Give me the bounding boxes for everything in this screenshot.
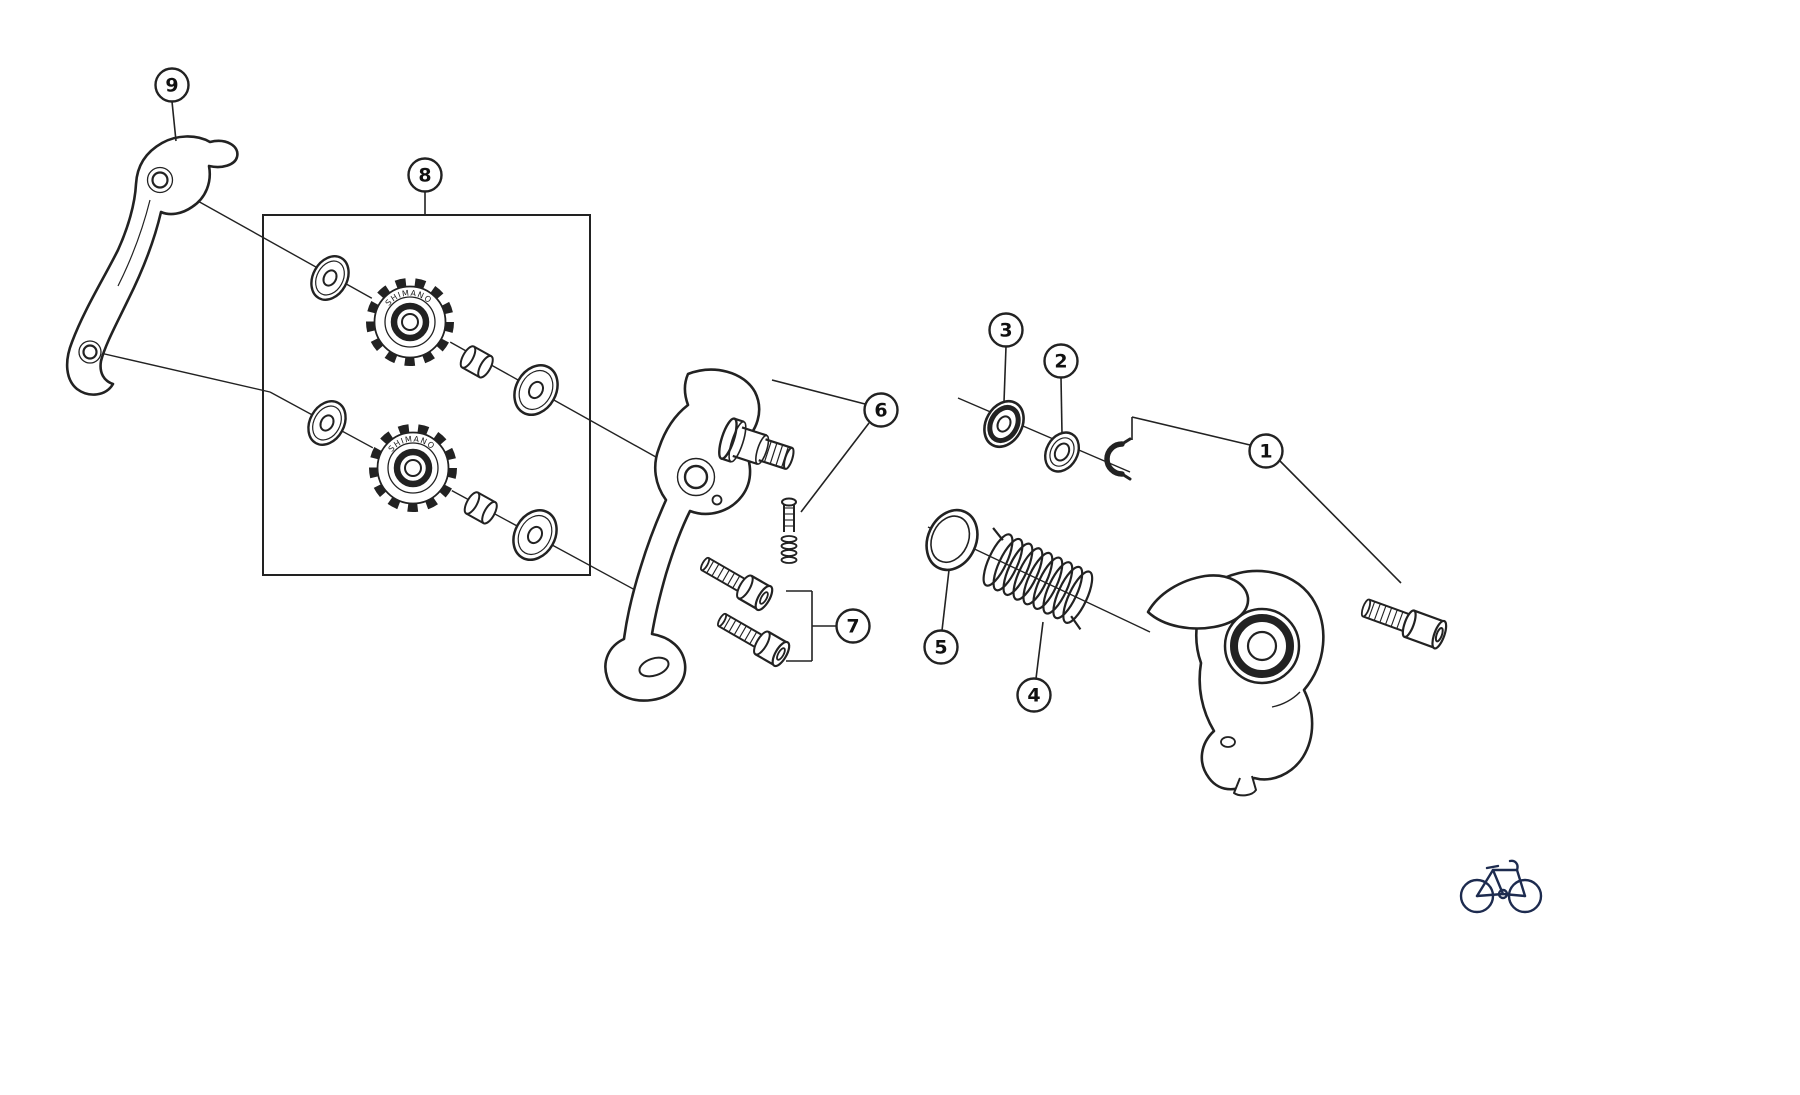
plate-inner-contour xyxy=(117,199,151,287)
cage-stop-screw xyxy=(780,497,798,564)
cage-bolt-1 xyxy=(700,556,774,612)
thread-lines xyxy=(706,560,741,589)
callout-2: 2 xyxy=(1043,343,1079,435)
part-9-outer-cage-plate xyxy=(65,135,239,396)
cage-bolt-2 xyxy=(717,612,791,668)
svg-text:4: 4 xyxy=(1027,685,1040,707)
body-boss-bore xyxy=(1246,630,1278,662)
svg-text:7: 7 xyxy=(846,616,859,638)
pulley-assembly-lower: SHIMANO xyxy=(307,400,558,561)
part-3-washer xyxy=(983,399,1025,449)
part-1-mount-bolt xyxy=(1360,598,1448,650)
outer-plate-outline xyxy=(65,135,239,396)
plate-pivot-hole-inner xyxy=(151,171,169,189)
callouts: 9 8 6 7 5 4 xyxy=(154,67,1402,713)
jockey-pulley-lower: SHIMANO xyxy=(368,423,458,513)
bicycle-logo-icon xyxy=(1459,859,1543,914)
plate-lower-hole-inner xyxy=(82,344,98,360)
svg-text:5: 5 xyxy=(934,637,947,659)
jockey-pulley-upper: SHIMANO xyxy=(365,277,455,367)
axis-lines xyxy=(95,180,1151,633)
part-7-bolts xyxy=(700,556,791,668)
pulley-assembly-upper: SHIMANO xyxy=(310,255,559,416)
thread-lines xyxy=(784,507,794,527)
plate-slot xyxy=(638,656,670,678)
svg-text:9: 9 xyxy=(165,75,178,97)
svg-text:1: 1 xyxy=(1259,441,1272,463)
parts-box-8: SHIMANO xyxy=(262,214,591,576)
bushing-upper xyxy=(459,345,494,379)
thread-lines xyxy=(723,616,758,645)
body-boss-ring xyxy=(1230,614,1294,678)
callout-3: 3 xyxy=(988,312,1024,403)
part-4-spring xyxy=(982,527,1094,630)
plate-pivot-hole xyxy=(146,166,174,194)
washer-small-lower xyxy=(307,400,347,446)
part-2-washer xyxy=(1043,431,1081,473)
group-box xyxy=(262,214,591,576)
svg-text:6: 6 xyxy=(874,400,887,422)
body-foot-tab xyxy=(1233,775,1257,797)
plate-lower-hole xyxy=(78,340,102,364)
svg-text:2: 2 xyxy=(1054,351,1067,373)
plate-pulley-hole xyxy=(676,457,716,497)
callout-7: 7 xyxy=(786,590,871,662)
washer-large-upper xyxy=(513,364,559,416)
callout-8: 8 xyxy=(407,157,443,215)
svg-text:8: 8 xyxy=(418,165,431,187)
body-detail-line xyxy=(1271,691,1301,708)
body-detail-hole xyxy=(1220,736,1236,748)
bushing-lower xyxy=(463,491,498,525)
body-lever-arm xyxy=(1146,574,1250,630)
washer-large-lower xyxy=(512,509,558,561)
part-5-ring xyxy=(925,508,979,572)
callout-1: 1 xyxy=(1131,416,1402,584)
callout-4: 4 xyxy=(1016,621,1052,713)
callout-9: 9 xyxy=(154,67,190,142)
part-1-body xyxy=(1146,569,1325,797)
plate-pulley-hole-inner xyxy=(683,464,709,490)
cage-pivot-axle xyxy=(718,417,795,470)
washer-small-upper xyxy=(310,255,350,301)
plate-pin-hole xyxy=(711,494,723,506)
callout-6: 6 xyxy=(771,379,899,513)
c-clip xyxy=(1104,437,1132,481)
screw-spring-coils xyxy=(780,535,798,564)
svg-text:3: 3 xyxy=(999,320,1012,342)
callout-5: 5 xyxy=(923,569,959,665)
